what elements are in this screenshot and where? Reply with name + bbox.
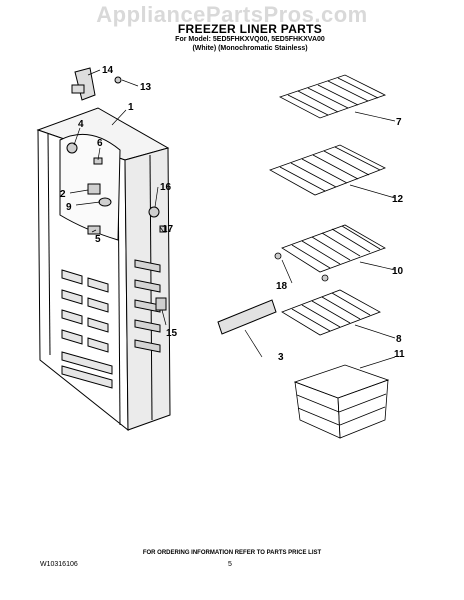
page-number: 5 xyxy=(228,561,232,568)
leader-lines xyxy=(69,69,396,369)
document-number: W10316106 xyxy=(40,561,78,568)
callout-14: 14 xyxy=(102,65,114,76)
callout-15: 15 xyxy=(166,328,178,339)
page-title: FREEZER LINER PARTS xyxy=(177,22,323,36)
callout-labels: 14 13 1 4 6 2 9 5 16 17 15 3 7 12 10 18 … xyxy=(60,65,405,363)
shelf-end-cap-left xyxy=(274,252,282,260)
callout-17: 17 xyxy=(162,224,174,235)
hinge-part xyxy=(155,297,167,311)
shelf-12 xyxy=(269,144,386,196)
model-line: For Model: 5ED5FHKXVQ00, 5ED5FHKXVA00 xyxy=(175,36,325,43)
callout-8: 8 xyxy=(396,334,402,345)
callout-5: 5 xyxy=(95,234,101,245)
freezer-liner xyxy=(36,107,171,432)
callout-12: 12 xyxy=(392,194,404,205)
shelf-end-cap-right xyxy=(321,274,329,282)
bracket-lower-part xyxy=(87,225,101,235)
callout-10: 10 xyxy=(392,266,404,277)
callout-3: 3 xyxy=(278,352,284,363)
callout-11: 11 xyxy=(394,349,405,360)
shelf-8 xyxy=(281,289,381,336)
callout-1: 1 xyxy=(128,102,134,113)
basket-11 xyxy=(293,364,390,439)
screw-part xyxy=(114,76,122,84)
grommet-part xyxy=(66,142,78,154)
shelf-10 xyxy=(274,224,386,282)
variant-line: (White) (Monochromatic Stainless) xyxy=(192,45,308,52)
callout-2: 2 xyxy=(60,189,66,200)
control-part xyxy=(87,183,101,195)
callout-18: 18 xyxy=(276,281,288,292)
callout-9: 9 xyxy=(66,202,72,213)
bracket-part xyxy=(71,67,96,101)
shelf-7 xyxy=(278,74,387,119)
watermark: AppliancePartsPros.com xyxy=(96,2,368,27)
callout-6: 6 xyxy=(97,138,103,149)
plug-part xyxy=(98,197,112,207)
thermistor-part xyxy=(159,225,167,233)
callout-13: 13 xyxy=(140,82,152,93)
cover-part xyxy=(217,299,277,335)
callout-16: 16 xyxy=(160,182,172,193)
callout-7: 7 xyxy=(396,117,402,128)
light-socket-part xyxy=(148,206,160,218)
ordering-note: FOR ORDERING INFORMATION REFER TO PARTS … xyxy=(142,550,322,556)
callout-4: 4 xyxy=(78,119,84,130)
